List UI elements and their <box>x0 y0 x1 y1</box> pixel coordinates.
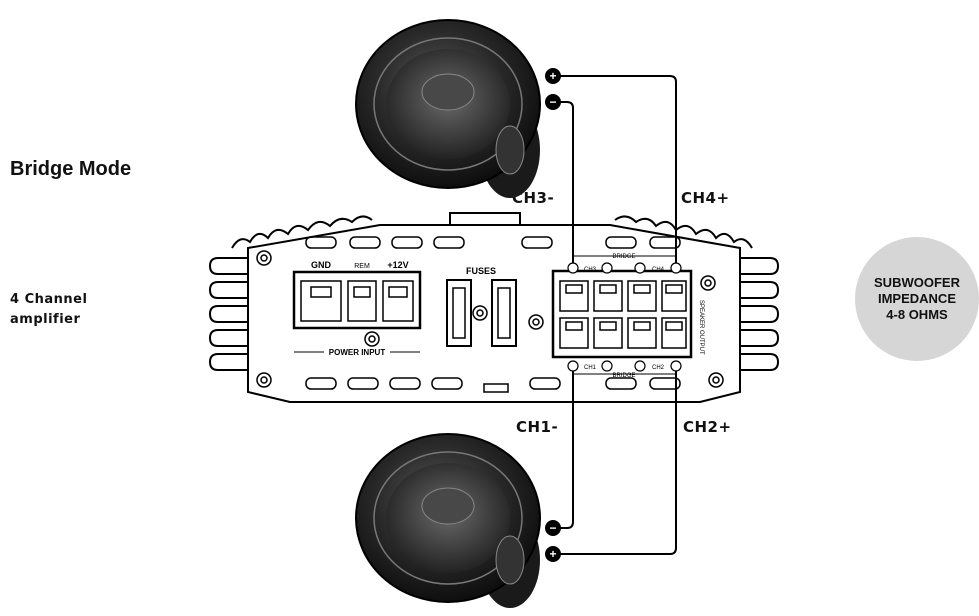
impedance-line-3: 4-8 OHMS <box>886 307 948 322</box>
impedance-line-1: SUBWOOFER <box>874 275 960 290</box>
power-input-label: POWER INPUT <box>329 348 386 357</box>
v12-label: +12V <box>387 260 408 270</box>
amp-terminal-markers <box>567 262 682 372</box>
ch3-amp-label: CH3 <box>584 267 597 273</box>
bridge-bottom-label: BRIDGE <box>612 373 635 379</box>
terminal-top-positive: + <box>545 68 561 84</box>
bridge-top-label: BRIDGE <box>612 254 635 260</box>
ch4-amp-label: CH4 <box>652 267 665 273</box>
terminal-bottom-positive: + <box>545 546 561 562</box>
ch4-positive-label: CH4+ <box>681 189 730 207</box>
page-title: Bridge Mode <box>10 158 132 180</box>
speaker-output-label: SPEAKER OUTPUT <box>698 300 704 355</box>
ch2-amp-label: CH2 <box>652 365 665 371</box>
subwoofer-top <box>355 19 541 198</box>
impedance-badge: SUBWOOFER IMPEDANCE 4-8 OHMS <box>855 237 979 361</box>
ch2-positive-label: CH2+ <box>683 418 732 436</box>
subtitle-line-2: amplifier <box>10 312 81 327</box>
svg-text:−: − <box>549 95 556 109</box>
amplifier-type-label: 4 Channel amplifier <box>10 290 87 330</box>
bridge-wires <box>556 75 677 555</box>
subwoofer-bottom <box>355 433 541 608</box>
fuses-label: FUSES <box>466 266 496 276</box>
subtitle-line-1: 4 Channel <box>10 292 88 307</box>
svg-text:−: − <box>549 521 556 535</box>
terminal-bottom-negative: − <box>545 520 561 536</box>
rem-label: REM <box>354 263 370 270</box>
ch1-amp-label: CH1 <box>584 365 597 371</box>
ch1-negative-label: CH1- <box>516 418 559 436</box>
svg-text:+: + <box>549 69 556 83</box>
impedance-line-2: IMPEDANCE <box>877 291 956 306</box>
terminal-top-negative: − <box>545 94 561 110</box>
gnd-label: GND <box>311 260 332 270</box>
amplifier <box>208 212 780 403</box>
svg-text:+: + <box>549 547 556 561</box>
